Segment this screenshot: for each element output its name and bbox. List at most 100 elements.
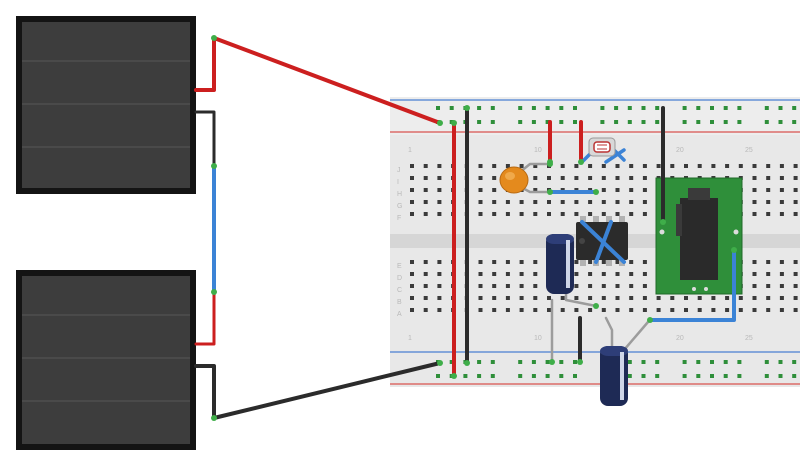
breadboard-hole <box>642 272 647 276</box>
breadboard-hole <box>642 164 647 168</box>
breadboard-hole <box>627 120 632 124</box>
breadboard-hole <box>684 164 688 168</box>
breadboard-hole <box>492 284 497 288</box>
breadboard-hole <box>725 164 730 168</box>
wire-gray <box>604 316 614 354</box>
breadboard-hole <box>588 176 593 180</box>
breadboard-hole <box>793 188 798 192</box>
breadboard-hole <box>629 200 634 204</box>
breadboard-hole <box>574 284 579 288</box>
breadboard-hole <box>766 272 771 276</box>
breadboard-hole <box>793 296 798 300</box>
breadboard-hole <box>437 200 442 204</box>
breadboard-hole <box>410 188 414 192</box>
audio-jack-breakout <box>655 177 743 295</box>
breadboard-hole <box>533 176 538 180</box>
breadboard-hole <box>545 374 550 378</box>
photoresistor <box>588 137 616 157</box>
breadboard-hole <box>531 120 536 124</box>
breadboard-hole <box>766 308 771 312</box>
breadboard-hole <box>492 188 497 192</box>
breadboard-hole <box>533 272 538 276</box>
breadboard-hole <box>684 296 688 300</box>
breadboard-hole <box>629 260 634 264</box>
breadboard-hole <box>629 188 634 192</box>
breadboard-hole <box>737 120 742 124</box>
breadboard-hole <box>779 308 784 312</box>
electrolytic-capacitor <box>600 346 628 406</box>
breadboard-hole <box>600 106 605 110</box>
column-number: 20 <box>676 147 684 154</box>
breadboard-hole <box>518 360 523 364</box>
breadboard-hole <box>519 272 524 276</box>
breadboard-hole <box>559 106 564 110</box>
row-label: J <box>397 167 401 174</box>
breadboard-hole <box>574 260 579 264</box>
breadboard-hole <box>492 308 497 312</box>
breadboard-hole <box>723 374 728 378</box>
breadboard-hole <box>725 296 730 300</box>
breadboard-hole <box>547 296 551 300</box>
breadboard-hole <box>793 212 798 216</box>
breadboard-hole <box>696 120 701 124</box>
breadboard-hole <box>779 200 784 204</box>
breadboard-hole <box>779 284 784 288</box>
breadboard-hole <box>682 106 687 110</box>
breadboard-hole <box>752 308 757 312</box>
electrolytic-capacitor <box>546 234 574 294</box>
breadboard-hole <box>574 200 579 204</box>
breadboard-hole <box>642 260 647 264</box>
breadboard-hole <box>410 284 414 288</box>
breadboard-hole <box>752 284 757 288</box>
breadboard-hole <box>410 308 414 312</box>
column-number: 25 <box>745 335 753 342</box>
breadboard-hole <box>738 164 743 168</box>
breadboard-hole <box>697 308 702 312</box>
breadboard-hole <box>505 296 510 300</box>
breadboard-hole <box>573 120 577 124</box>
breadboard-hole <box>600 120 605 124</box>
breadboard-hole <box>545 106 550 110</box>
breadboard-hole <box>752 164 757 168</box>
breadboard-hole <box>423 212 428 216</box>
wire-blue <box>594 220 613 264</box>
breadboard-hole <box>766 284 771 288</box>
solar-panel-top <box>16 16 196 194</box>
breadboard-hole <box>655 106 660 110</box>
breadboard-hole <box>601 308 606 312</box>
breadboard-hole <box>723 106 728 110</box>
breadboard-hole <box>738 308 743 312</box>
breadboard-hole <box>629 176 634 180</box>
breadboard-hole <box>490 106 495 110</box>
wire-gray <box>622 320 650 352</box>
breadboard-hole <box>410 212 414 216</box>
breadboard-hole <box>601 212 606 216</box>
breadboard-hole <box>560 164 565 168</box>
breadboard-hole <box>710 106 714 110</box>
breadboard-hole <box>478 212 483 216</box>
breadboard-hole <box>778 360 783 364</box>
breadboard-hole <box>410 200 414 204</box>
ceramic-capacitor <box>499 166 529 194</box>
breadboard-hole <box>492 164 497 168</box>
breadboard-hole <box>533 296 538 300</box>
breadboard-hole <box>437 188 442 192</box>
breadboard-hole <box>560 308 565 312</box>
breadboard-hole <box>615 296 620 300</box>
breadboard-hole <box>533 308 538 312</box>
breadboard-hole <box>545 120 550 124</box>
breadboard-hole <box>655 120 660 124</box>
row-label: B <box>397 299 402 306</box>
breadboard-hole <box>492 272 497 276</box>
breadboard-hole <box>601 200 606 204</box>
breadboard-hole <box>492 296 497 300</box>
breadboard-hole <box>531 106 536 110</box>
column-number: 1 <box>408 147 412 154</box>
breadboard-hole <box>533 212 538 216</box>
breadboard-hole <box>696 106 701 110</box>
breadboard-hole <box>505 212 510 216</box>
row-label: C <box>397 287 402 294</box>
breadboard-hole <box>519 296 524 300</box>
breadboard-hole <box>410 260 414 264</box>
